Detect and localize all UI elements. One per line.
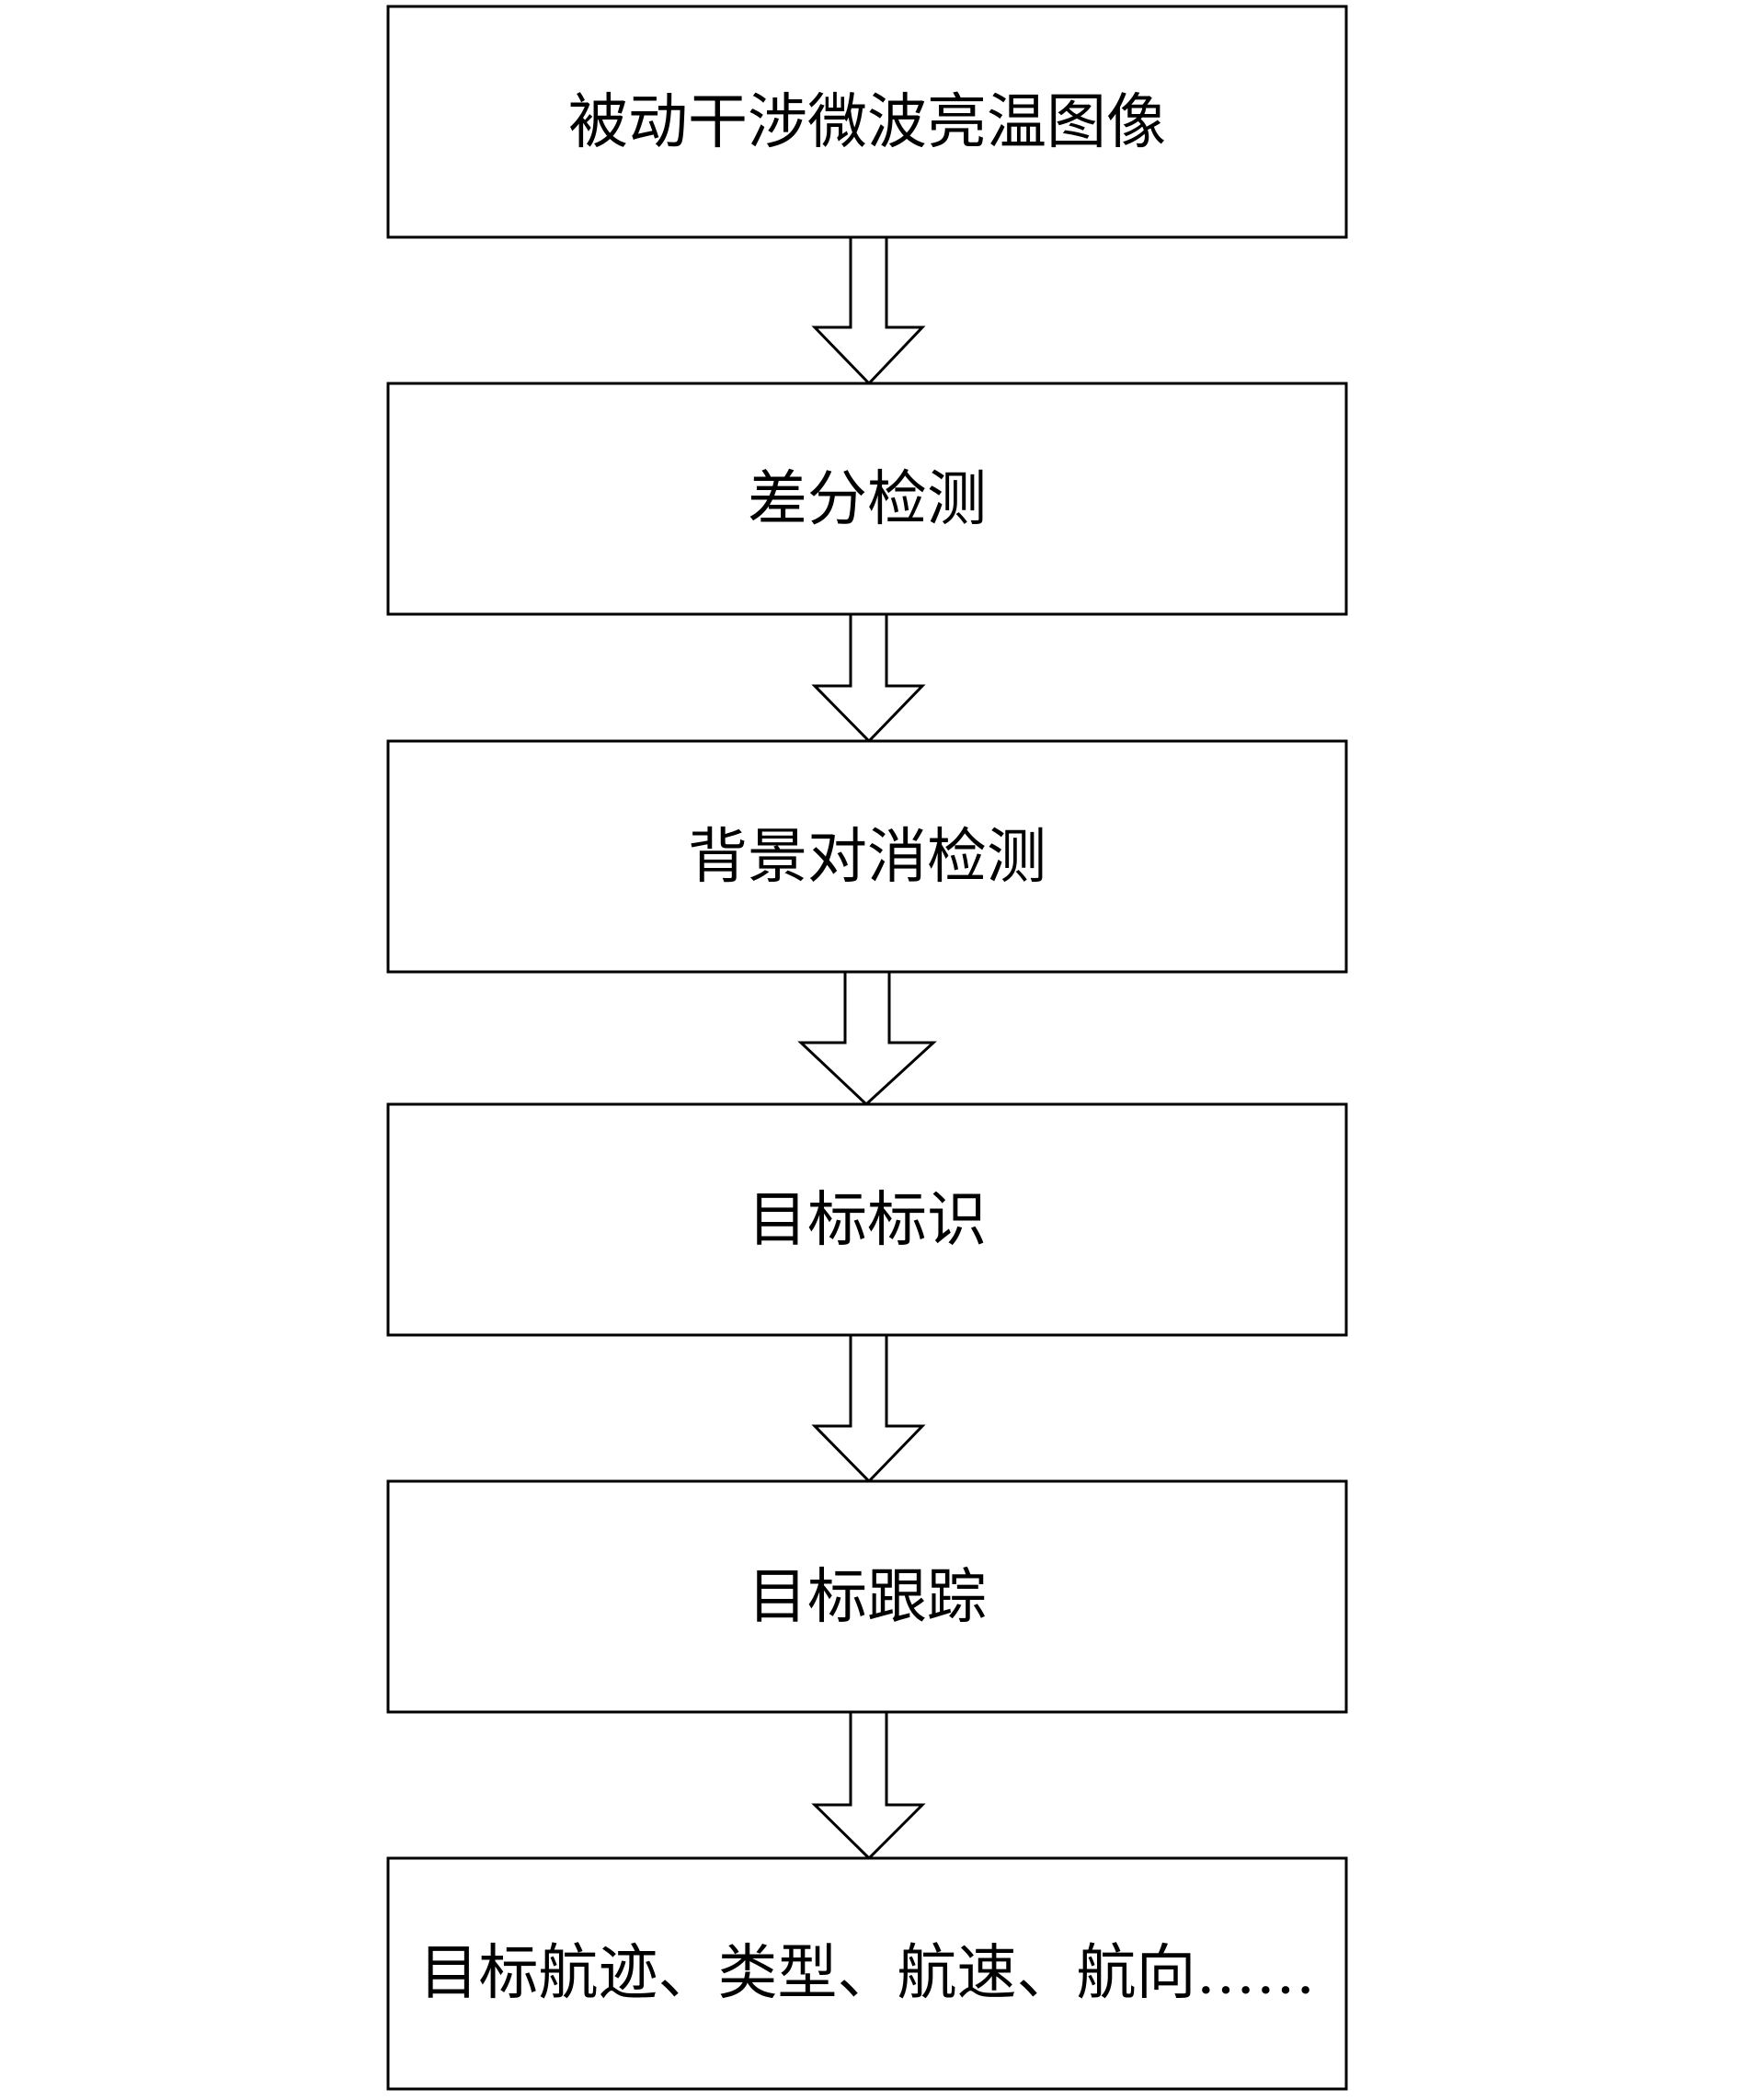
step-6-label: 目标航迹、类型、航速、航向…… [418,1939,1315,2008]
step-2-box [386,382,1348,616]
step-5: 目标跟踪 [386,1479,1348,1714]
arrow-down-icon [811,612,926,744]
step-5-label: 目标跟踪 [748,1563,987,1632]
step-1-label: 被动干涉微波亮温图像 [568,88,1166,157]
step-4-label: 目标标识 [748,1186,987,1255]
arrow-down-icon [811,1333,926,1484]
step-3-box [386,739,1348,974]
step-4: 目标标识 [386,1102,1348,1337]
arrow-down-icon [811,1710,926,1861]
step-6-box [386,1856,1348,2091]
step-1: 被动干涉微波亮温图像 [386,5,1348,239]
step-1-box [386,5,1348,239]
step-3-label: 背景对消检测 [688,823,1046,892]
step-6: 目标航迹、类型、航速、航向…… [386,1856,1348,2091]
step-5-box [386,1479,1348,1714]
step-2: 差分检测 [386,382,1348,616]
step-3: 背景对消检测 [386,739,1348,974]
arrow-down-icon [797,970,937,1107]
step-2-label: 差分检测 [748,465,987,534]
step-4-box [386,1102,1348,1337]
arrow-down-icon [811,235,926,386]
